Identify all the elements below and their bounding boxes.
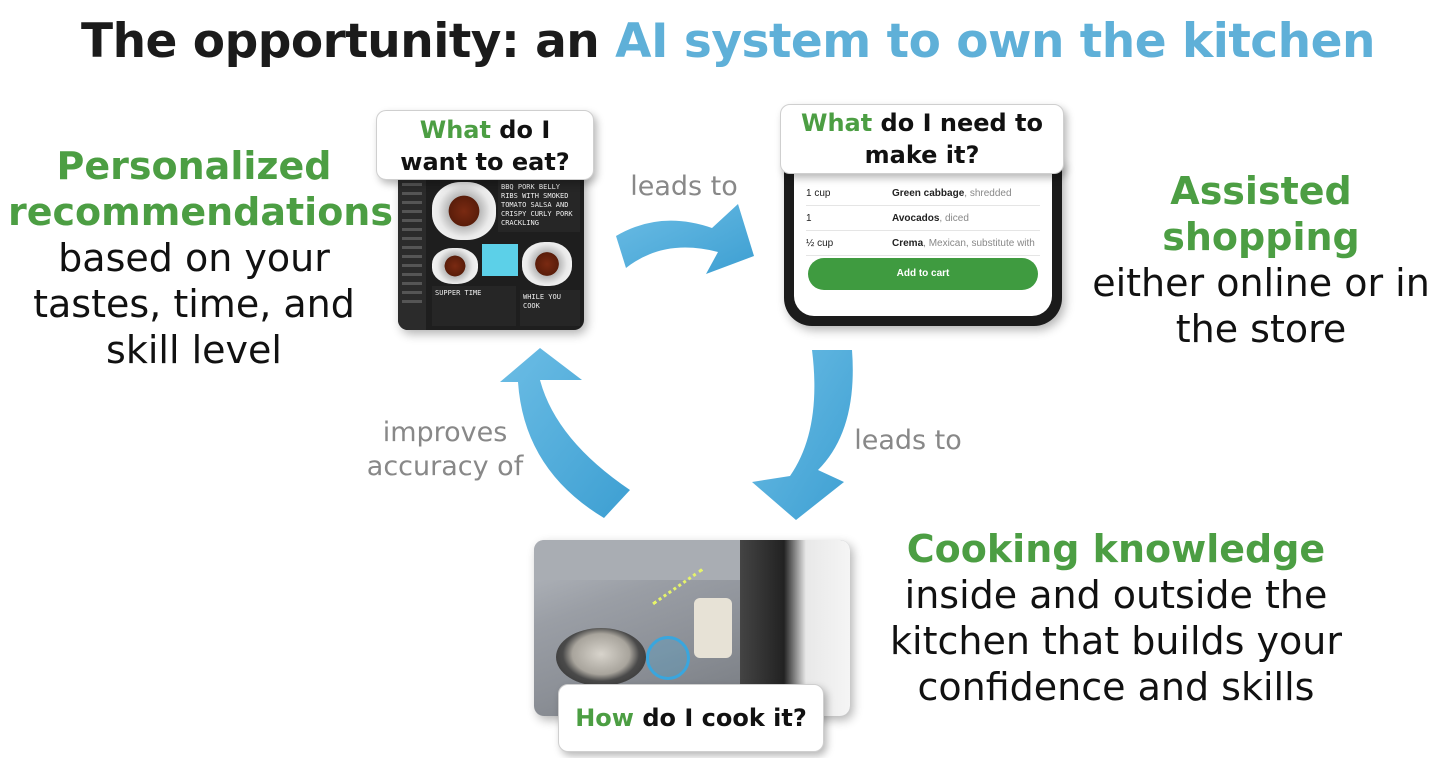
ingredient-qty: 1 cup bbox=[806, 188, 831, 199]
connector-label-top: leads to bbox=[630, 171, 738, 202]
connector-label-left: improves accuracy of bbox=[356, 416, 534, 484]
assisted-shopping-block: Assisted shopping either online or in th… bbox=[1070, 168, 1452, 352]
ingredient-row: 1 cup Green cabbage, shredded bbox=[806, 182, 1040, 206]
card-what-to-need: What do I need to make it? bbox=[780, 104, 1064, 174]
ingredient-name: Crema, Mexican, substitute with bbox=[892, 238, 1035, 249]
ingredient-row: 1 Avocados, diced bbox=[806, 207, 1040, 231]
ingredient-name: Avocados, diced bbox=[892, 213, 969, 224]
card-need-line2: make it? bbox=[864, 141, 980, 169]
app-side-panel: WHILE YOU COOK bbox=[520, 290, 580, 326]
add-to-cart-button[interactable]: Add to cart bbox=[808, 258, 1038, 290]
card-eat-line1: What do I bbox=[419, 116, 551, 144]
bottom-body-line1: inside and outside the bbox=[904, 573, 1328, 617]
app-headline: BBQ PORK BELLY RIBS WITH SMOKED TOMATO S… bbox=[501, 183, 573, 227]
recipe-app-screenshot: BBQ PORK BELLY RIBS WITH SMOKED TOMATO S… bbox=[398, 168, 584, 330]
connector-left-line1: improves bbox=[382, 417, 508, 448]
title-prefix: The opportunity: an bbox=[81, 14, 616, 69]
left-body-line3: skill level bbox=[106, 328, 282, 372]
connector-label-right: leads to bbox=[854, 425, 962, 456]
app-section-panel: SUPPER TIME bbox=[432, 286, 516, 326]
left-heading-line1: Personalized bbox=[56, 144, 332, 188]
right-heading: Assisted shopping bbox=[1162, 169, 1360, 259]
app-side: WHILE YOU COOK bbox=[523, 293, 561, 310]
left-body-line1: based on your bbox=[58, 236, 330, 280]
food-photo-dish bbox=[522, 242, 572, 286]
food-photo-plate bbox=[432, 248, 478, 284]
app-banner bbox=[482, 244, 518, 276]
phone-screenshot: 1 cup Green cabbage, shredded 1 Avocados… bbox=[784, 162, 1062, 326]
page-title: The opportunity: an AI system to own the… bbox=[0, 14, 1456, 69]
card-eat-line2: want to eat? bbox=[400, 148, 570, 176]
title-highlight: AI system to own the kitchen bbox=[615, 14, 1375, 69]
bottom-body-line3: confidence and skills bbox=[917, 665, 1315, 709]
right-body-line1: either online or in bbox=[1092, 261, 1430, 305]
ingredient-jar bbox=[694, 598, 732, 658]
personalized-recommendations-block: Personalized recommendations based on yo… bbox=[8, 143, 393, 373]
ingredient-qty: 1 bbox=[806, 213, 812, 224]
phone-screen: 1 cup Green cabbage, shredded 1 Avocados… bbox=[794, 162, 1052, 316]
ingredient-row: ½ cup Crema, Mexican, substitute with bbox=[806, 232, 1040, 256]
connector-left-line2: accuracy of bbox=[366, 451, 524, 482]
app-section: SUPPER TIME bbox=[435, 289, 482, 297]
left-heading-line2: recommendations bbox=[8, 190, 393, 234]
ingredient-qty: ½ cup bbox=[806, 238, 834, 249]
app-headline-panel: BBQ PORK BELLY RIBS WITH SMOKED TOMATO S… bbox=[498, 180, 580, 232]
cooking-pot bbox=[556, 628, 646, 686]
arrow-curved-right-icon bbox=[616, 204, 754, 274]
bottom-heading: Cooking knowledge bbox=[906, 527, 1326, 571]
cooking-knowledge-block: Cooking knowledge inside and outside the… bbox=[868, 526, 1364, 710]
bottom-body-line2: kitchen that builds your bbox=[890, 619, 1342, 663]
left-body-line2: tastes, time, and bbox=[33, 282, 355, 326]
food-photo-ribs bbox=[432, 182, 496, 240]
card-how-to-cook: How do I cook it? bbox=[558, 684, 824, 752]
app-sidebar bbox=[398, 168, 426, 330]
projected-timer bbox=[646, 636, 690, 680]
card-need-line1: What do I need to bbox=[800, 109, 1044, 137]
kitchen-photo bbox=[534, 540, 850, 716]
ingredient-name: Green cabbage, shredded bbox=[892, 188, 1012, 199]
right-body-line2: the store bbox=[1175, 307, 1347, 351]
card-what-to-eat: What do I want to eat? bbox=[376, 110, 594, 180]
